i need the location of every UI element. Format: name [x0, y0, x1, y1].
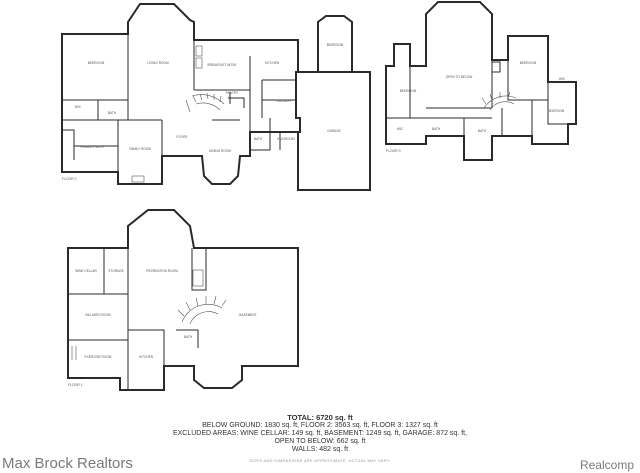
- disclaimer-text: SIZES AND DIMENSIONS ARE APPROXIMATE, AC…: [249, 458, 391, 463]
- room-label: WIC: [397, 127, 404, 131]
- floor-label: FLOOR 1: [68, 383, 83, 387]
- area-summary: TOTAL: 6720 sq. ft BELOW GROUND: 1830 sq…: [0, 414, 640, 454]
- room-label: DINING ROOM: [209, 149, 231, 153]
- room-label: BILLIARD ROOM: [86, 313, 111, 317]
- room-label: MUDROOM: [277, 137, 295, 141]
- room-label: EXERCISE ROOM: [85, 355, 112, 359]
- room-label: BREAKFAST NOOK: [208, 63, 238, 67]
- floor1-room-labels: WINE CELLAR STORAGE RECREATION ROOM BILL…: [75, 269, 257, 359]
- room-label: PRIMARY BATH: [80, 145, 104, 149]
- floor1-plan: WINE CELLAR STORAGE RECREATION ROOM BILL…: [67, 209, 299, 391]
- area-line: BELOW GROUND: 1830 sq. ft, FLOOR 2: 3563…: [202, 422, 438, 429]
- room-label: RECREATION ROOM: [146, 269, 178, 273]
- room-label: GARAGE: [327, 129, 341, 133]
- room-label: BATH: [184, 335, 193, 339]
- area-line: WALLS: 482 sq. ft: [291, 446, 349, 453]
- room-label: BATH: [254, 137, 263, 141]
- room-label: BASEMENT: [239, 313, 257, 317]
- room-label: KITCHEN: [265, 61, 280, 65]
- room-label: WIC: [559, 77, 566, 81]
- floor-label: FLOOR 2: [62, 177, 77, 181]
- room-label: BEDROOM: [327, 43, 344, 47]
- room-label: LIVING ROOM: [147, 61, 169, 65]
- room-label: LAUNDRY: [276, 99, 292, 103]
- floor3-plan: BEDROOM OPEN TO BELOW BEDROOM BEDROOM WI…: [385, 1, 577, 161]
- floor2-room-labels: BEDROOM WIC BATH PRIMARY BATH LIVING ROO…: [75, 43, 344, 153]
- room-label: STORAGE: [108, 269, 124, 273]
- total-area: TOTAL: 6720 sq. ft: [287, 413, 353, 422]
- room-label: WINE CELLAR: [75, 269, 97, 273]
- area-line: EXCLUDED AREAS: WINE CELLAR: 149 sq. ft,…: [172, 430, 468, 437]
- room-label: FOYER: [177, 135, 189, 139]
- room-label: FAMILY ROOM: [129, 147, 151, 151]
- watermark-right: Realcomp: [579, 458, 634, 472]
- floor-label: FLOOR 3: [386, 149, 401, 153]
- floor2-plan: BEDROOM WIC BATH PRIMARY BATH LIVING ROO…: [61, 3, 371, 191]
- room-label: BATH: [432, 127, 441, 131]
- room-label: KITCHEN: [139, 355, 154, 359]
- area-line: OPEN TO BELOW: 662 sq. ft: [274, 438, 366, 445]
- watermark-left: Max Brock Realtors: [2, 455, 133, 472]
- room-label: BEDROOM: [400, 89, 417, 93]
- floor3-room-labels: BEDROOM OPEN TO BELOW BEDROOM BEDROOM WI…: [397, 61, 566, 133]
- room-label: OPEN TO BELOW: [446, 75, 473, 79]
- room-label: BEDROOM: [88, 61, 105, 65]
- room-label: WIC: [75, 105, 82, 109]
- room-label: BEDROOM: [520, 61, 537, 65]
- room-label: PANTRY: [226, 91, 240, 95]
- room-label: BATH: [478, 129, 487, 133]
- room-label: BATH: [108, 111, 117, 115]
- room-label: BEDROOM: [548, 109, 565, 113]
